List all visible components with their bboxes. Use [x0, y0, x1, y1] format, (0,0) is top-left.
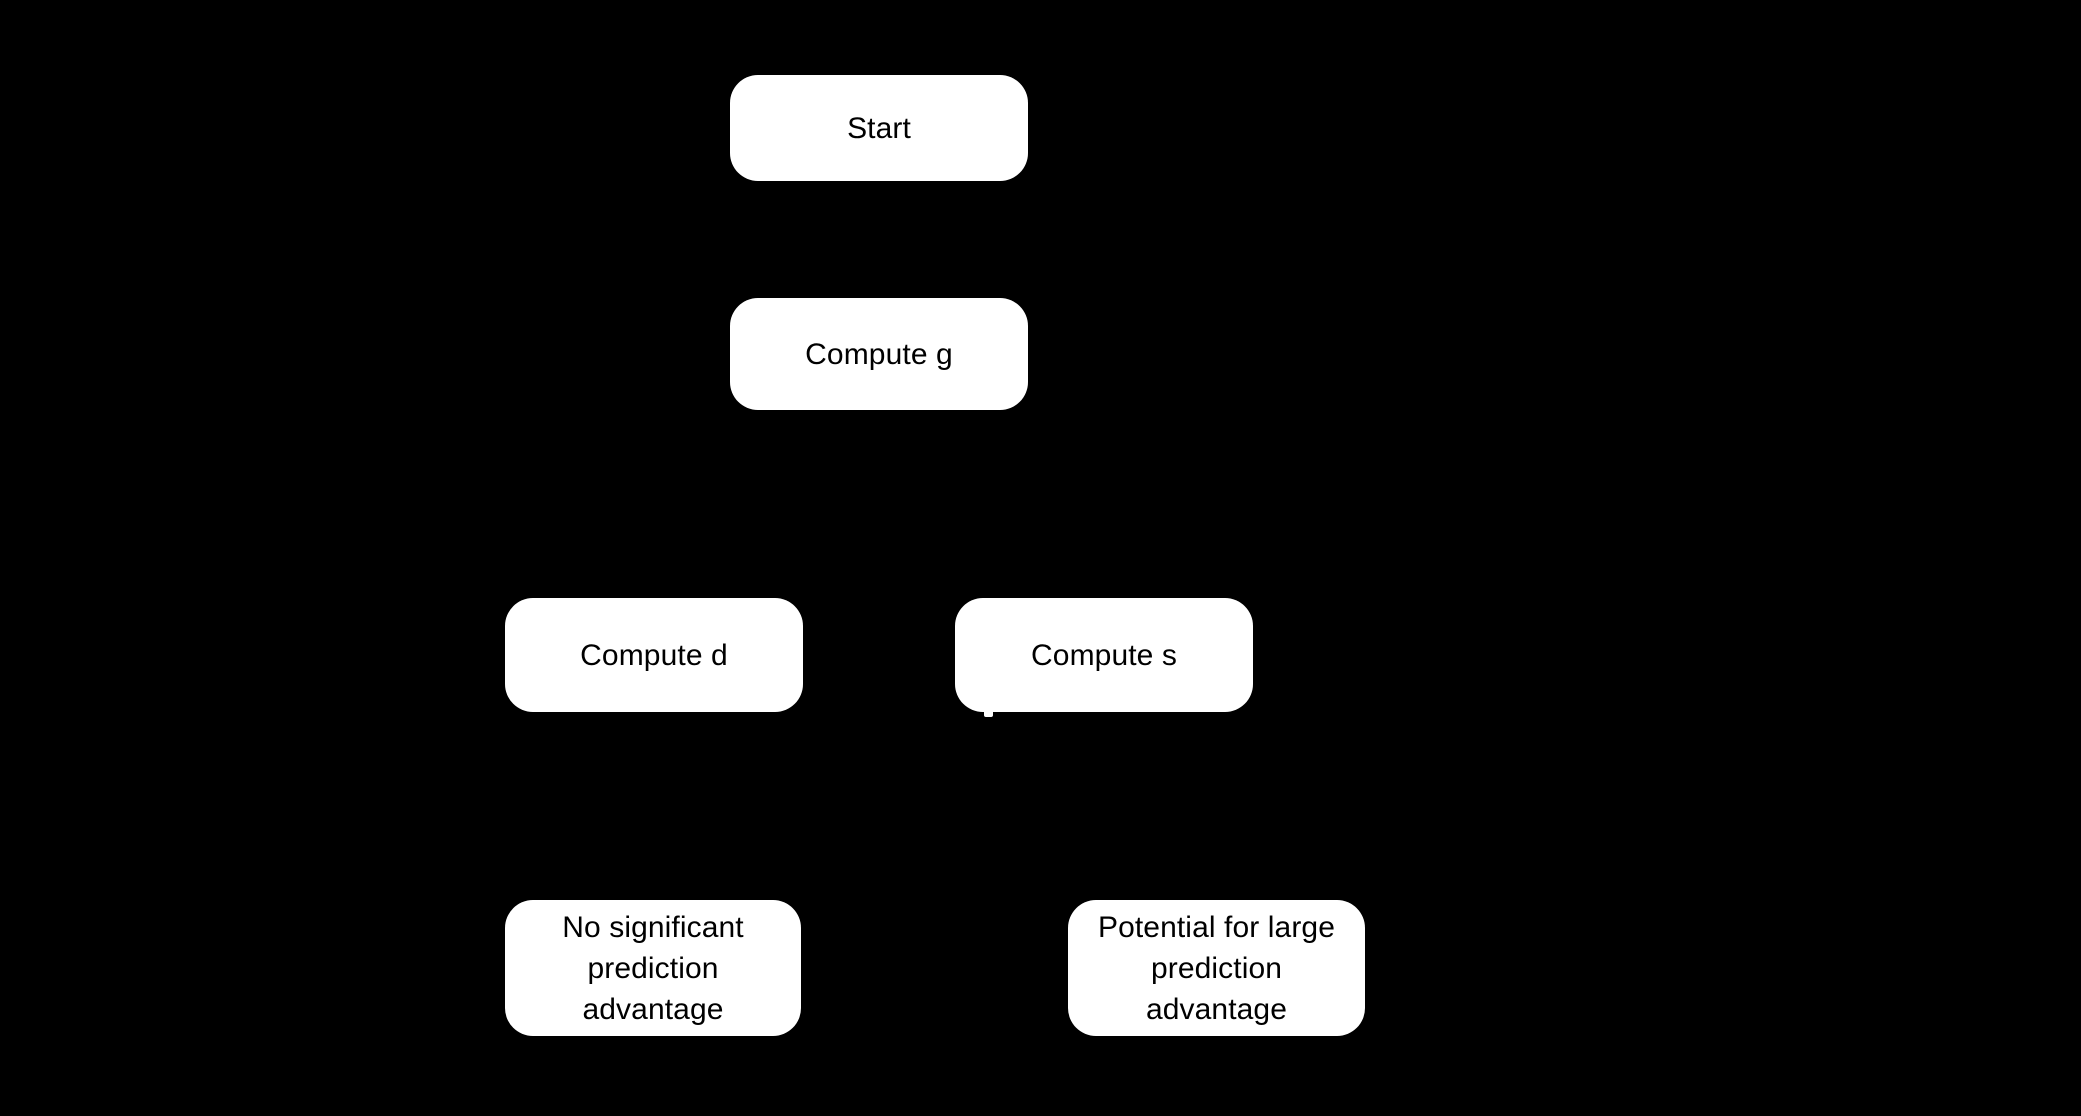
- node-no-advantage-label: No significant prediction advantage: [562, 910, 744, 1026]
- node-large-advantage-label: Potential for large prediction advantage: [1097, 910, 1336, 1026]
- node-potential-for-large-prediction-advantage[interactable]: Potential for large prediction advantage: [1068, 900, 1365, 1036]
- node-no-significant-prediction-advantage[interactable]: No significant prediction advantage: [505, 900, 801, 1036]
- node-compute-s[interactable]: Compute s: [955, 598, 1253, 712]
- edge-compute-g-to-compute-s: [877, 410, 1106, 596]
- node-start[interactable]: Start: [730, 75, 1028, 181]
- node-compute-s-notch-artifact: [984, 708, 993, 717]
- node-compute-d-label: Compute d: [580, 638, 728, 672]
- arrowhead-compute-s: [1097, 585, 1111, 598]
- arrowhead-no-advantage: [647, 887, 661, 900]
- node-compute-d[interactable]: Compute d: [505, 598, 803, 712]
- node-compute-s-label: Compute s: [1031, 638, 1177, 672]
- edge-compute-g-to-compute-d: [652, 410, 881, 596]
- edge-compute-s-to-large-advantage: [1102, 712, 1218, 898]
- node-compute-g[interactable]: Compute g: [730, 298, 1028, 410]
- arrowhead-compute-g: [872, 285, 886, 298]
- node-start-label: Start: [847, 111, 911, 145]
- node-compute-g-label: Compute g: [805, 337, 953, 371]
- arrowhead-compute-d: [647, 585, 661, 598]
- arrowhead-large-advantage: [1209, 887, 1223, 900]
